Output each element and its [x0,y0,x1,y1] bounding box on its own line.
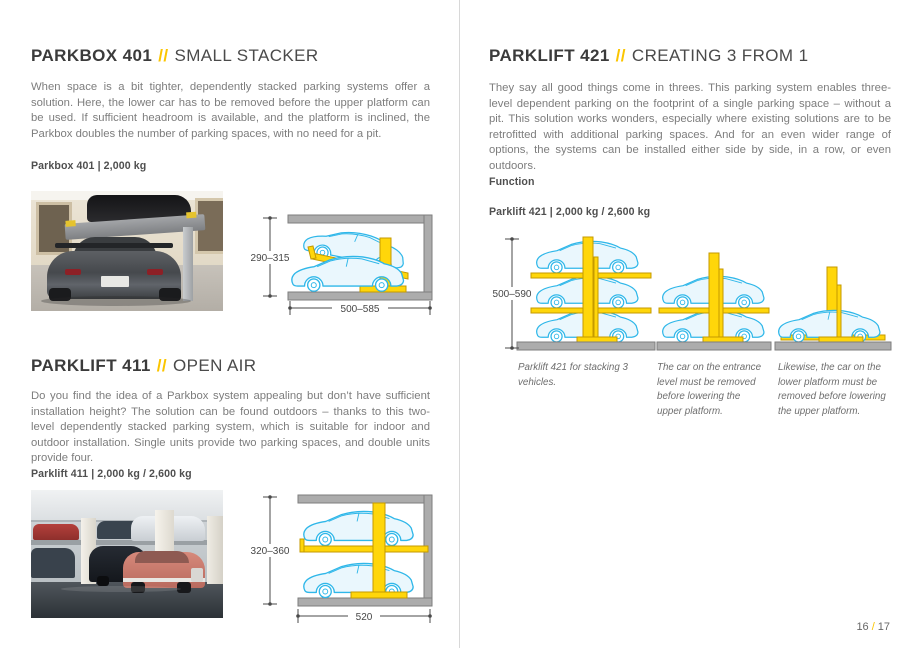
diagram-caption-3: Likewise, the car on the lower platform … [778,362,886,417]
photo-taillight-right [147,269,163,275]
frame-floor [297,597,433,607]
photo-wheel [131,582,145,593]
parklift-421-title-main: PARKLIFT 421 [489,46,610,65]
photo-lower-far-car [31,548,75,578]
height-dimension-label: 320–360 [251,546,290,557]
page-number-left: 16 [856,621,869,633]
lift-platform [299,545,429,553]
lift-post [593,256,599,343]
photo-upper-red-car [33,524,79,540]
parklift-421-function-diagram: 500–590 [488,236,892,351]
frame-ceiling [287,214,433,224]
platform-lip [299,538,305,553]
photo-wheel [97,576,109,586]
photo-taillight-left [65,269,81,275]
frame-floor [287,291,433,301]
photo-floor-reflection [61,586,181,592]
page-center-divider [459,0,460,648]
photo-car-shadow [41,296,191,306]
platform-safety-pad [186,211,197,219]
diagram-caption-2: The car on the entrance level must be re… [657,362,762,417]
photo-upper-deck [31,540,223,545]
parklift-411-body: Do you find the idea of a Parkbox system… [31,390,430,465]
parkbox-401-title-main: PARKBOX 401 [31,46,153,65]
lift-base [576,336,618,343]
frame-wall [423,214,433,301]
lift-base [702,336,744,343]
diagram-caption-1: Parklift 421 for stacking 3 vehicles. [518,362,628,388]
frame-ceiling [297,494,433,504]
height-dimension-label: 290–315 [251,253,290,264]
double-slash-accent: // [158,46,169,65]
parklift-421-body: They say all good things come in threes.… [489,82,891,172]
photo-license-plate [101,276,129,287]
parklift-411-spec: Parklift 411 | 2,000 kg / 2,600 kg [31,468,192,480]
parklift-411-title-sub: OPEN AIR [172,356,257,375]
parkbox-401-title: PARKBOX 401 // SMALL STACKER [31,46,319,66]
lift-post [836,284,842,343]
parkbox-401-title-sub: SMALL STACKER [174,46,319,65]
parklift-411-title-main: PARKLIFT 411 [31,356,151,375]
page-number-separator: / [871,621,875,633]
lift-base [350,591,408,599]
parkbox-401-diagram: 290–315 500–585 [247,214,433,315]
lift-column [372,502,386,599]
photo-pink-car-roof [135,551,189,563]
lift-column [708,252,720,343]
parklift-411-diagram: 320–360 520 [247,494,433,623]
photo-chrome-grille [191,568,203,582]
ground-slab [774,341,892,351]
parklift-421-title: PARKLIFT 421 // CREATING 3 FROM 1 [489,46,808,66]
parklift-421-title-sub: CREATING 3 FROM 1 [631,46,809,65]
photo-sportscar-wing [55,243,173,248]
parkbox-photo [31,191,223,311]
parkbox-401-body: When space is a bit tighter, dependently… [31,81,430,140]
photo-wheel-left [49,288,71,301]
photo-lift-post [183,227,193,301]
width-dimension-label: 520 [356,612,373,623]
diagram-stage-2 [656,252,772,351]
platform-wheel-stop [307,245,317,260]
ground-slab [516,341,656,351]
photo-wheel [177,582,191,593]
parklift-421-spec: Parklift 421 | 2,000 kg / 2,600 kg [489,206,651,218]
parklift-411-title: PARKLIFT 411 // OPEN AIR [31,356,257,376]
platform-safety-pad [65,220,76,227]
height-dimension-label: 500–590 [493,289,532,300]
photo-chrome-trim [123,578,205,582]
lift-post [718,268,724,343]
parkbox-401-spec: Parkbox 401 | 2,000 kg [31,160,147,172]
photo-garage-floor [31,582,223,618]
page-numbers: 16/17 [830,621,890,633]
width-dimension-label: 500–585 [341,304,380,315]
double-slash-accent: // [615,46,626,65]
car-outline-icon [303,510,414,547]
lift-base [818,336,864,343]
double-slash-accent: // [156,356,167,375]
lift-column [582,236,594,343]
page-number-right: 17 [877,621,890,633]
diagram-stage-3 [774,266,892,351]
photo-wheel-right [159,288,181,301]
photo-lift-column [207,516,223,584]
ground-slab [656,341,772,351]
diagram-stage-1 [516,236,656,351]
function-label: Function [489,176,535,188]
parklift-411-photo [31,490,223,618]
